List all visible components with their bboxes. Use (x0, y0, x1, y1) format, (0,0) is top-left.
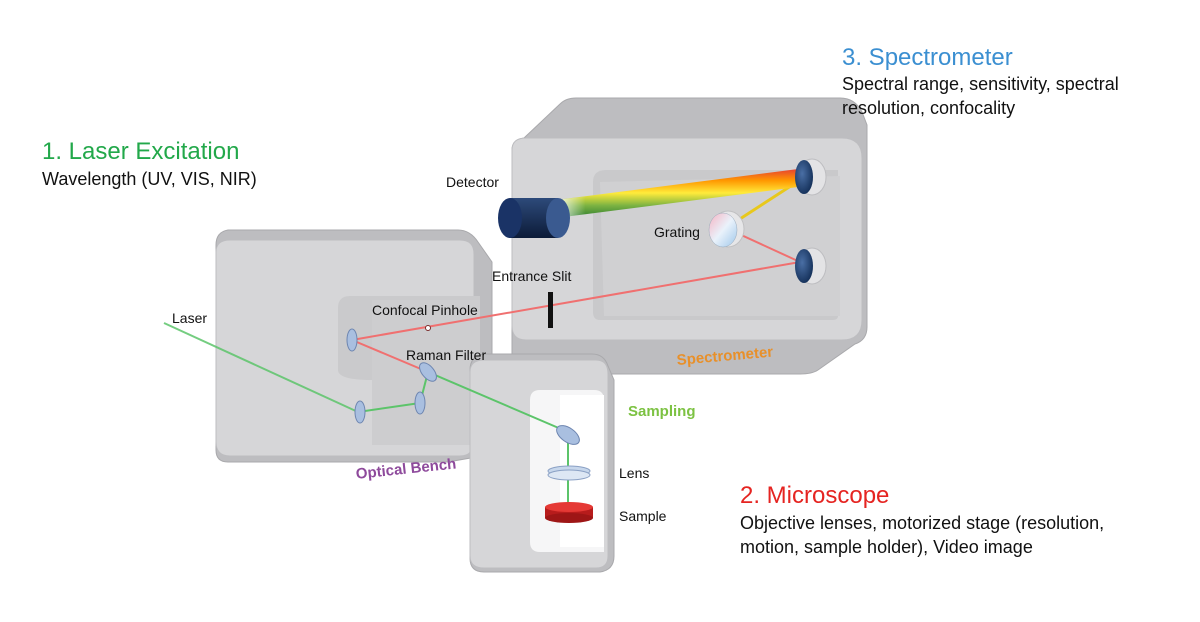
detector-icon (498, 198, 570, 238)
spectrometer-title: 3. Spectrometer (842, 44, 1013, 71)
lens-icon (547, 465, 591, 481)
bench-mirror-icon (346, 328, 358, 352)
sampling-box (469, 353, 615, 573)
sampling-mirror-icon (556, 425, 580, 445)
raman-filter-label: Raman Filter (406, 347, 487, 363)
entrance-slit-label: Entrance Slit (492, 268, 572, 284)
detector-label: Detector (446, 174, 499, 190)
bench-lens-1-icon (354, 400, 366, 424)
microscope-desc-line2: motion, sample holder), Video image (740, 537, 1033, 557)
confocal-pinhole-label: Confocal Pinhole (372, 302, 478, 318)
sampling-module-label: Sampling (628, 403, 696, 420)
microscope-title: 2. Microscope (740, 482, 890, 509)
laser-excitation-title: 1. Laser Excitation (42, 138, 240, 165)
spectrometer-box (511, 97, 868, 375)
spectrometer-desc-line1: Spectral range, sensitivity, spectral (842, 74, 1119, 94)
confocal-pinhole-icon (425, 325, 431, 331)
sample-icon (545, 502, 593, 523)
upper-mirror-icon (795, 158, 827, 196)
bench-lens-2-icon (414, 391, 426, 415)
lower-mirror-icon (795, 247, 827, 285)
raman-filter-icon (419, 362, 437, 382)
grating-icon (708, 210, 745, 248)
lens-label: Lens (619, 465, 650, 481)
spectrometer-desc-line2: resolution, confocality (842, 98, 1016, 118)
laser-excitation-desc: Wavelength (UV, VIS, NIR) (42, 169, 257, 189)
entrance-slit-icon (548, 292, 553, 328)
laser-label: Laser (172, 310, 208, 326)
grating-label: Grating (654, 224, 700, 240)
spectrum-band (556, 168, 806, 218)
sample-label: Sample (619, 508, 667, 524)
microscope-desc-line1: Objective lenses, motorized stage (resol… (740, 513, 1105, 533)
